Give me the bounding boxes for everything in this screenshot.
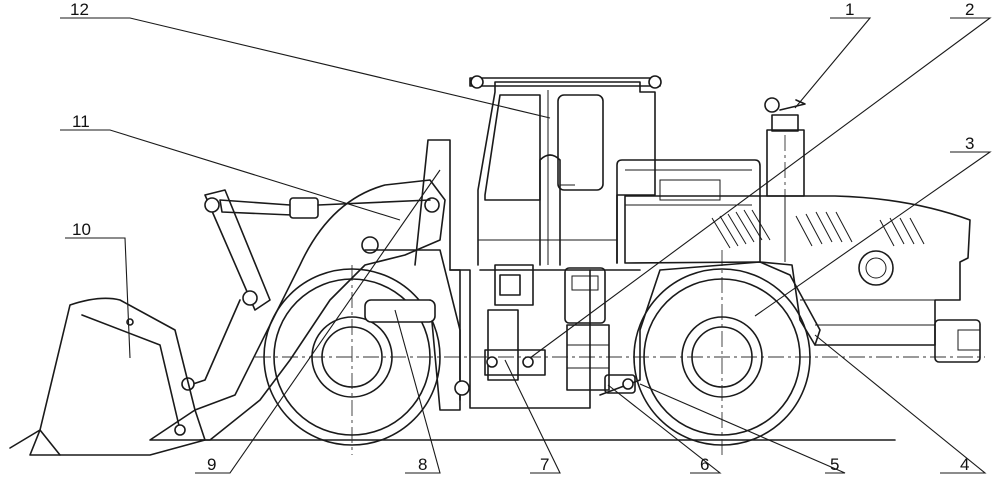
rear-wheel <box>633 268 811 446</box>
callout-5: 5 <box>830 455 839 474</box>
boom-arm <box>149 179 446 441</box>
callout-10: 10 <box>72 220 91 239</box>
callout-labels: 1 2 3 4 5 6 7 8 9 10 11 12 <box>70 0 974 474</box>
rear-frame <box>599 261 821 396</box>
air-precleaner <box>764 97 806 197</box>
callout-12: 12 <box>70 0 89 19</box>
callout-7: 7 <box>540 455 549 474</box>
leader-lines <box>60 17 992 474</box>
callout-9: 9 <box>207 455 216 474</box>
hood-louvers <box>711 209 925 249</box>
steering-cylinder <box>364 299 436 323</box>
callout-3: 3 <box>965 134 974 153</box>
lift-cylinder <box>364 249 461 401</box>
callout-4: 4 <box>960 455 969 474</box>
handrail <box>616 159 761 264</box>
callout-6: 6 <box>700 455 709 474</box>
drive-line <box>484 264 610 391</box>
center-lines <box>255 135 985 455</box>
bucket <box>9 297 206 456</box>
operator-cab <box>469 75 662 266</box>
callout-2: 2 <box>965 0 974 19</box>
rear-lamp <box>858 250 894 286</box>
callout-1: 1 <box>845 0 854 19</box>
engine-hood <box>624 195 981 363</box>
callout-8: 8 <box>418 455 427 474</box>
callout-11: 11 <box>72 112 90 131</box>
front-frame <box>414 139 641 411</box>
